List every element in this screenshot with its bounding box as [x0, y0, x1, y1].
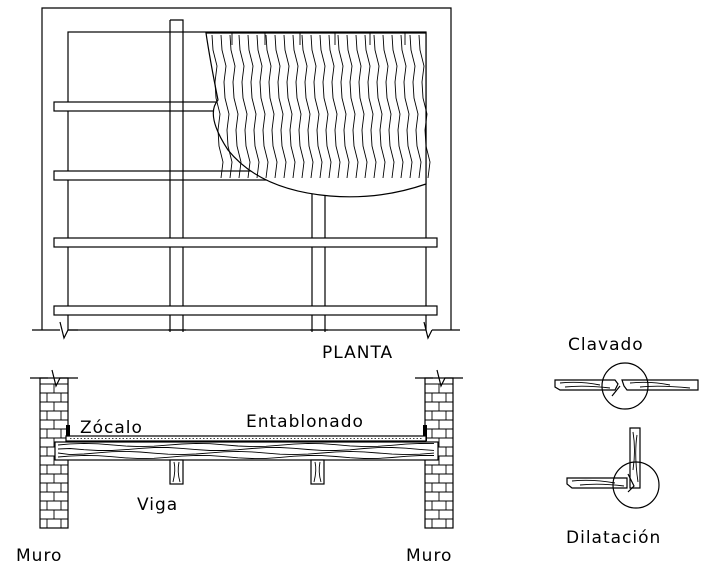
zocalo-label: Zócalo — [80, 418, 143, 438]
plank-cutaway — [205, 32, 431, 198]
planta-label: PLANTA — [322, 343, 393, 363]
dilatacion-label: Dilatación — [566, 528, 661, 548]
clavado-detail: Clavado — [554, 335, 699, 410]
floor-beam — [54, 441, 439, 461]
dilatacion-detail: Dilatación — [566, 427, 661, 548]
clavado-label: Clavado — [568, 335, 644, 355]
viga-label: Viga — [137, 495, 178, 515]
section-view: Zócalo Entablonado Viga Muro Muro — [16, 369, 463, 566]
muro-right-label: Muro — [406, 546, 452, 566]
entablonado-label: Entablonado — [246, 412, 364, 432]
plan-view: PLANTA — [32, 7, 460, 363]
joist-left — [169, 459, 184, 485]
muro-left-label: Muro — [16, 546, 62, 566]
joist-right — [310, 459, 325, 485]
